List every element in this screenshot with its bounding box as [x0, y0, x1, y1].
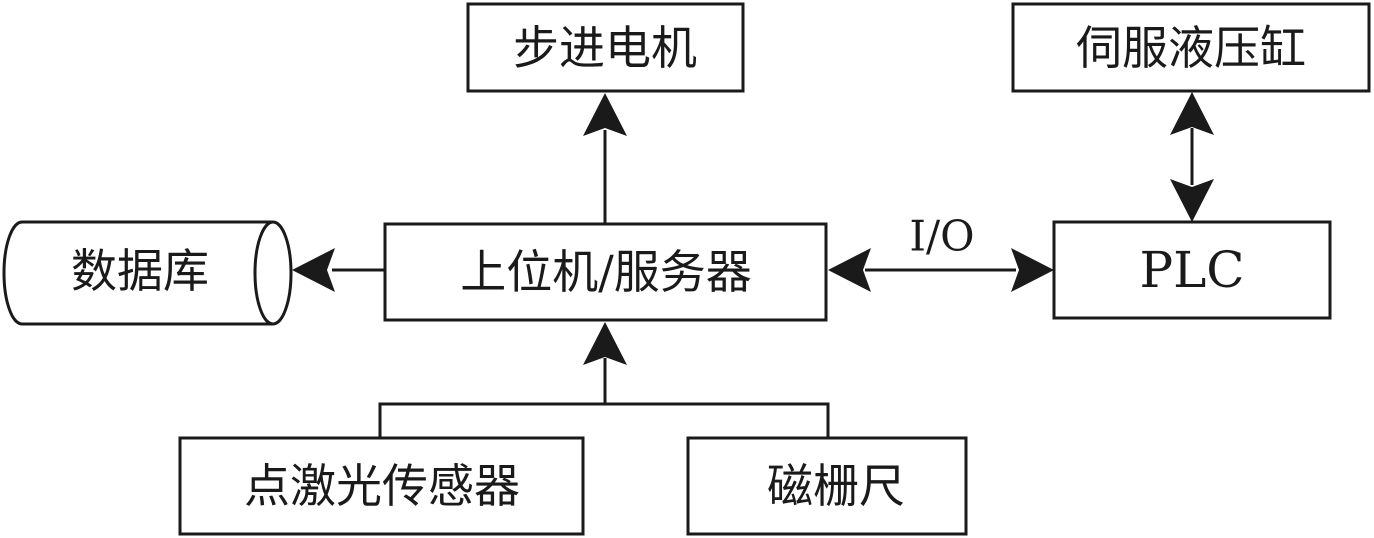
- database-cylinder: [2, 220, 293, 326]
- stepper-motor-box: [466, 2, 745, 93]
- servo-cylinder-label: 伺服液压缸: [1076, 21, 1306, 75]
- host-server-label: 上位机/服务器: [460, 245, 752, 299]
- servo-cylinder-box: [1011, 2, 1371, 93]
- plc-label: PLC: [1139, 241, 1244, 299]
- database-label: 数据库: [71, 244, 209, 298]
- arrowhead-to-stepper: [583, 93, 627, 136]
- magnetic-scale-label: 磁栅尺: [767, 459, 905, 513]
- stepper-motor-label: 步进电机: [513, 21, 697, 75]
- arrowhead-to-servo: [1170, 92, 1214, 135]
- point-laser-sensor-label: 点激光传感器: [244, 459, 520, 513]
- io-edge-label: I/O: [909, 212, 974, 261]
- arrowhead-plc-from-servo: [1170, 179, 1214, 222]
- arrowhead-to-plc: [1011, 248, 1054, 292]
- arrowhead-to-host: [828, 248, 871, 292]
- arrowhead-to-database: [292, 248, 335, 292]
- edge-sensors-merge: [378, 402, 830, 438]
- arrowhead-sensors-to-host: [583, 322, 627, 365]
